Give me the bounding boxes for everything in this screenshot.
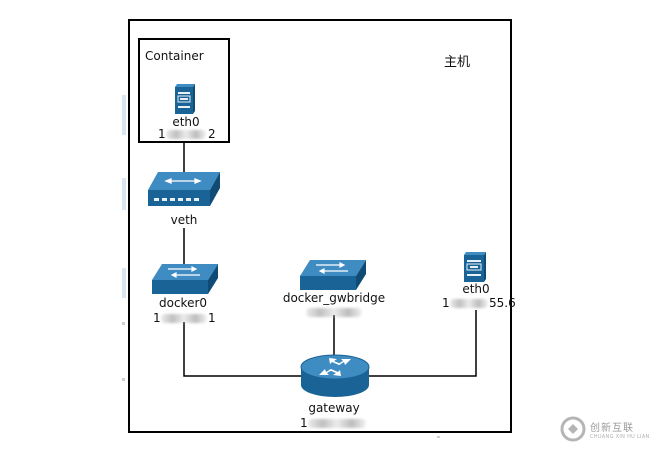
- watermark-logo-icon: [560, 416, 586, 442]
- veth-label: veth: [170, 213, 198, 227]
- scan-artifact: [122, 378, 125, 381]
- docker0-address-end: 1: [208, 311, 216, 325]
- host-eth0-address-start: 1: [442, 296, 450, 310]
- watermark-subtext: CHUANG XIN HU LIAN: [590, 434, 650, 440]
- redacted-address: [308, 419, 366, 428]
- router-icon: [300, 354, 370, 397]
- host-eth0-address-end: 55.6: [489, 296, 516, 310]
- container-eth0-address-end: 2: [208, 127, 216, 141]
- watermark: 创新互联 CHUANG XIN HU LIAN: [558, 410, 656, 450]
- wire-eth0-gateway: [366, 310, 477, 377]
- docker0-label: docker0: [158, 296, 208, 310]
- gateway-label: gateway: [308, 401, 360, 415]
- host-eth0-label: eth0: [462, 282, 490, 296]
- switch-icon: [152, 264, 218, 294]
- scan-artifact: [122, 95, 126, 135]
- redacted-address: [450, 299, 488, 308]
- host-label: 主机: [444, 55, 471, 70]
- switch-icon: [300, 260, 366, 290]
- server-icon: [175, 84, 195, 114]
- redacted-address: [166, 130, 206, 139]
- scan-artifact: [122, 178, 126, 210]
- container-label: Container: [145, 49, 204, 63]
- docker-gwbridge-label: docker_gwbridge: [282, 291, 386, 305]
- server-icon: [464, 252, 486, 282]
- host-frame: [128, 19, 512, 433]
- container-eth0-label: eth0: [172, 115, 200, 129]
- scan-artifact: [122, 322, 125, 325]
- docker0-address-start: 1: [153, 311, 161, 325]
- container-eth0-address-start: 1: [158, 127, 166, 141]
- gateway-address-start: 1: [300, 416, 308, 430]
- watermark-text: 创新互联: [590, 423, 634, 434]
- scan-artifact: [437, 436, 440, 438]
- scan-artifact: [122, 268, 126, 298]
- wire-docker0-gateway: [183, 322, 302, 377]
- redacted-address: [161, 314, 207, 323]
- redacted-address: [306, 308, 362, 317]
- switch-icon: [148, 172, 220, 206]
